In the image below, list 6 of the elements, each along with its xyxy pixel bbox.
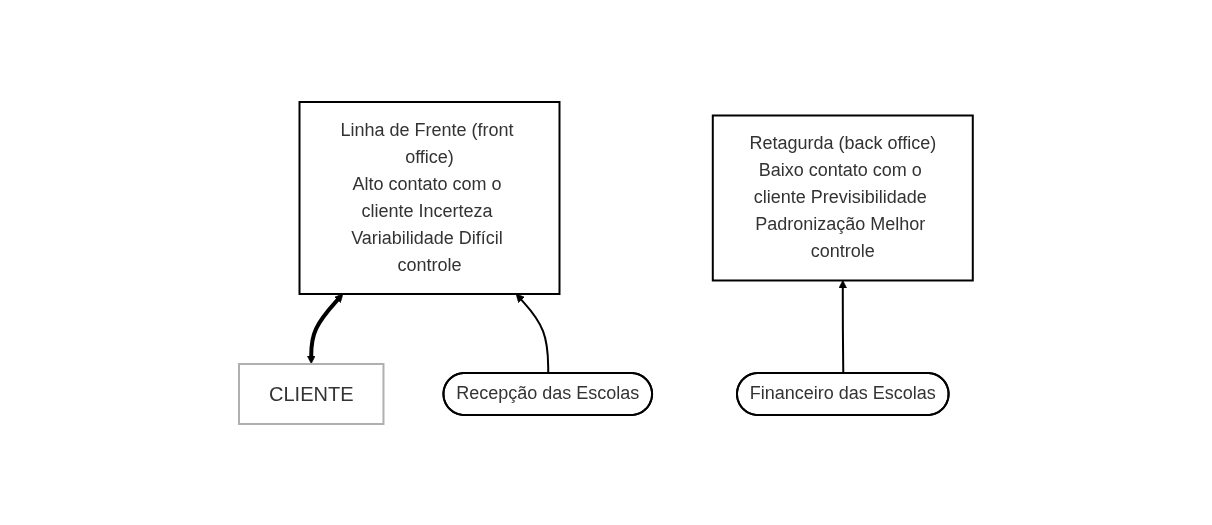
node-box: Retagurda (back office) Baixo contato com o cliente Previsibilidade Padronização Melhor controle [711, 114, 974, 281]
arrow [838, 279, 848, 374]
arrow [515, 293, 550, 374]
arrow [306, 293, 344, 364]
node-box: Linha de Frente (front office) Alto contato com o cliente Incerteza Variabilidade Difícil controle [298, 100, 561, 295]
node-box: CLIENTE [238, 362, 385, 425]
